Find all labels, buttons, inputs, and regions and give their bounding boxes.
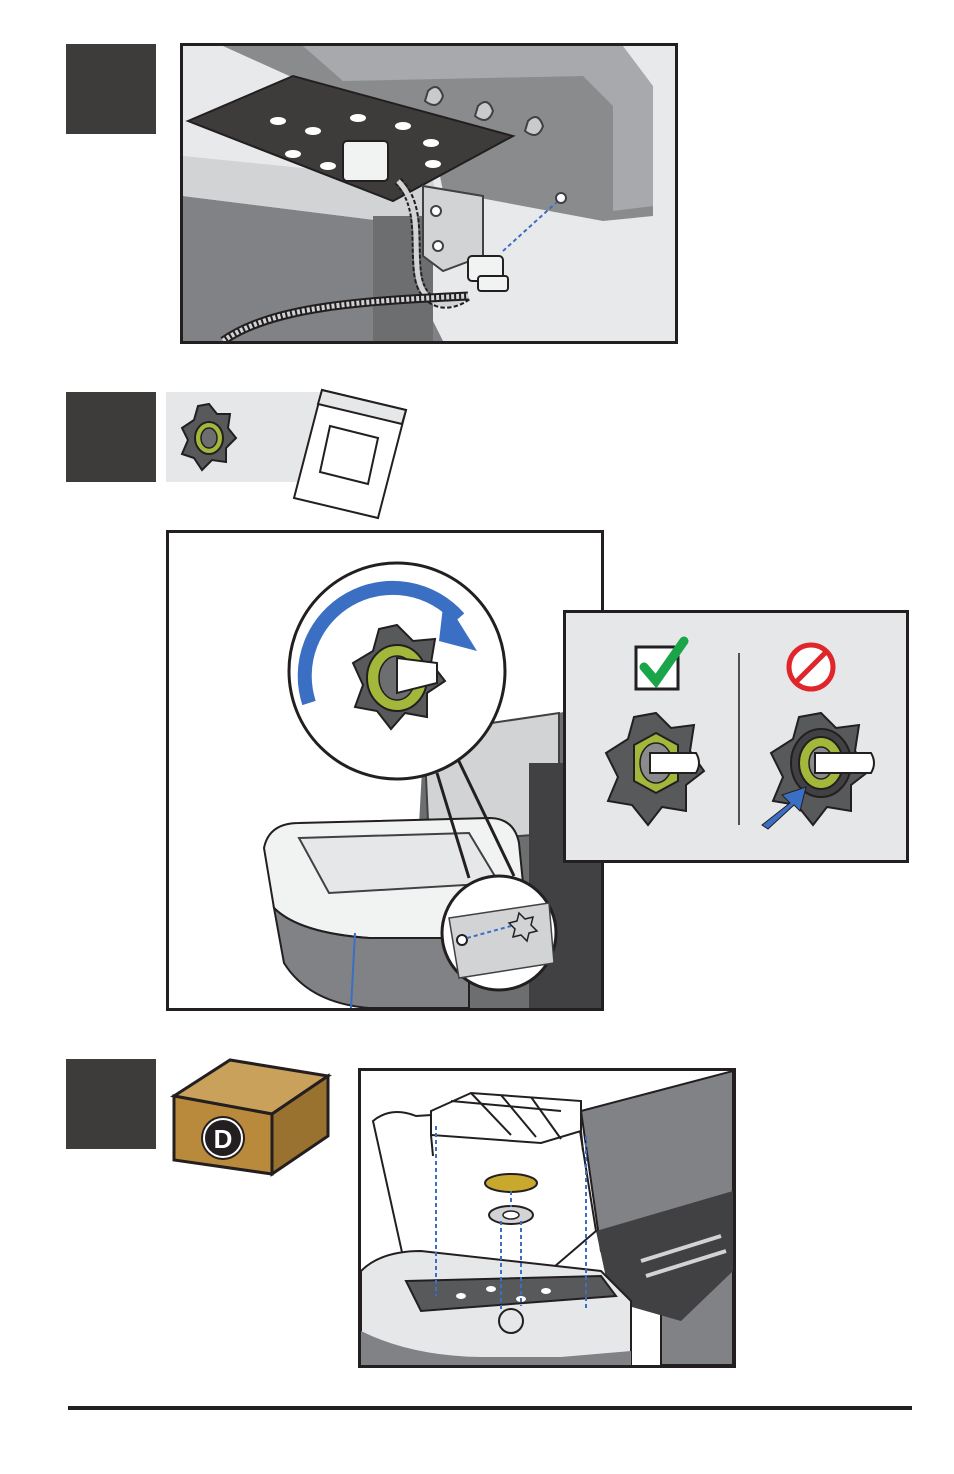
footer-rule: [68, 1406, 912, 1410]
prohibited-icon: [786, 642, 836, 692]
check-icon: [634, 636, 689, 691]
hose-routing-panel: [180, 43, 678, 344]
control-knob-icons: [423, 86, 545, 136]
pointer-arrow-icon: [761, 786, 807, 830]
rotate-arrow-icon: [297, 580, 465, 706]
hardware-bag-icon: [292, 388, 408, 520]
correct-knob-icon: [604, 711, 706, 827]
burner-grate-panel: [358, 1068, 736, 1368]
step-marker-3: [66, 1059, 156, 1149]
carton-letter: D: [213, 1124, 233, 1154]
hose-routing-illustration: [183, 46, 675, 341]
knob-zoom-icon: [351, 623, 447, 731]
step-marker-1: [66, 44, 156, 134]
carton-icon: [170, 1058, 332, 1177]
step-marker-2: [66, 392, 156, 482]
bracket-icon: [422, 184, 484, 273]
correct-vs-incorrect-panel: [563, 610, 909, 863]
star-knob-icon: [180, 402, 238, 472]
dotted-guide-icon: [502, 200, 559, 252]
incorrect-knob-icon: [769, 711, 875, 827]
burner-grate-illustration: [361, 1071, 733, 1365]
knob-install-panel: [166, 530, 604, 1011]
